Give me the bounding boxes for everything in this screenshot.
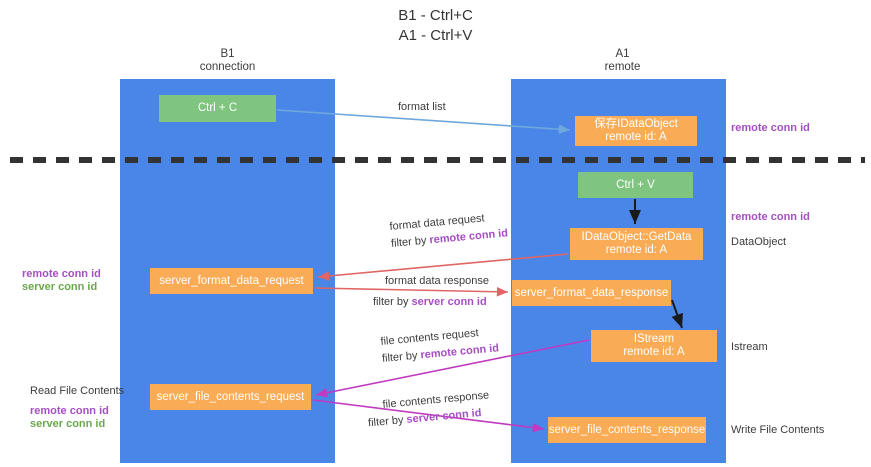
edge-label-format-data-response-group: format data response filter by server co…	[373, 275, 489, 308]
box-ctrl-c[interactable]: Ctrl + C	[159, 95, 276, 122]
arrow-file-contents-response	[312, 399, 545, 433]
box-ctrl-v[interactable]: Ctrl + V	[578, 172, 693, 198]
side-label-remote-conn-id-top: remote conn id	[731, 122, 810, 134]
section-divider	[10, 157, 865, 163]
box-idataobject[interactable]: 保存IDataObject remote id: A	[575, 116, 697, 146]
edge-label-format-data-response: format data response	[385, 275, 489, 287]
box-server-file-contents-request[interactable]: server_file_contents_request	[150, 384, 311, 410]
diagram-title: B1 - Ctrl+C A1 - Ctrl+V	[398, 7, 473, 44]
arrow-format-data-response	[314, 286, 509, 297]
side-label-remote-conn-id: remote conn id	[30, 405, 109, 417]
filter-key-server-conn-id: server conn id	[411, 296, 487, 308]
side-label-dataobject: DataObject	[731, 236, 787, 248]
side-label-server-conn-id: server conn id	[30, 418, 106, 430]
arrow-format-data-request	[317, 253, 569, 281]
arrow-response-to-istream	[671, 299, 683, 329]
side-label-read-file-contents: Read File Contents	[30, 385, 125, 397]
arrow-file-contents-request	[315, 339, 590, 398]
side-label-istream: Istream	[731, 341, 768, 353]
edge-label-format-data-response-filter: filter by server conn id	[373, 296, 489, 308]
box-server-format-data-request[interactable]: server_format_data_request	[150, 268, 313, 294]
side-label-group-left-mid: remote conn id server conn id	[22, 268, 101, 294]
lane-header-a1: A1 remote	[604, 48, 641, 73]
arrow-format-list	[276, 109, 571, 135]
side-label-write-file-contents: Write File Contents	[731, 424, 825, 436]
side-label-server-conn-id: server conn id	[22, 281, 98, 293]
lane-header-b1: B1 connection	[199, 48, 256, 73]
edge-label-format-list: format list	[398, 101, 446, 113]
side-label-remote-conn-id: remote conn id	[22, 268, 101, 280]
filter-prefix: filter by	[373, 296, 412, 308]
side-label-remote-conn-id-mid: remote conn id	[731, 211, 810, 223]
box-server-file-contents-response[interactable]: server_file_contents_response	[548, 417, 706, 443]
box-server-format-data-response[interactable]: server_format_data_response	[512, 280, 671, 306]
box-istream[interactable]: IStream remote id: A	[591, 330, 717, 362]
side-label-group-left-bottom: Read File Contents remote conn id server…	[30, 385, 124, 431]
box-idataobject-getdata[interactable]: IDataObject::GetData remote id: A	[570, 228, 703, 260]
